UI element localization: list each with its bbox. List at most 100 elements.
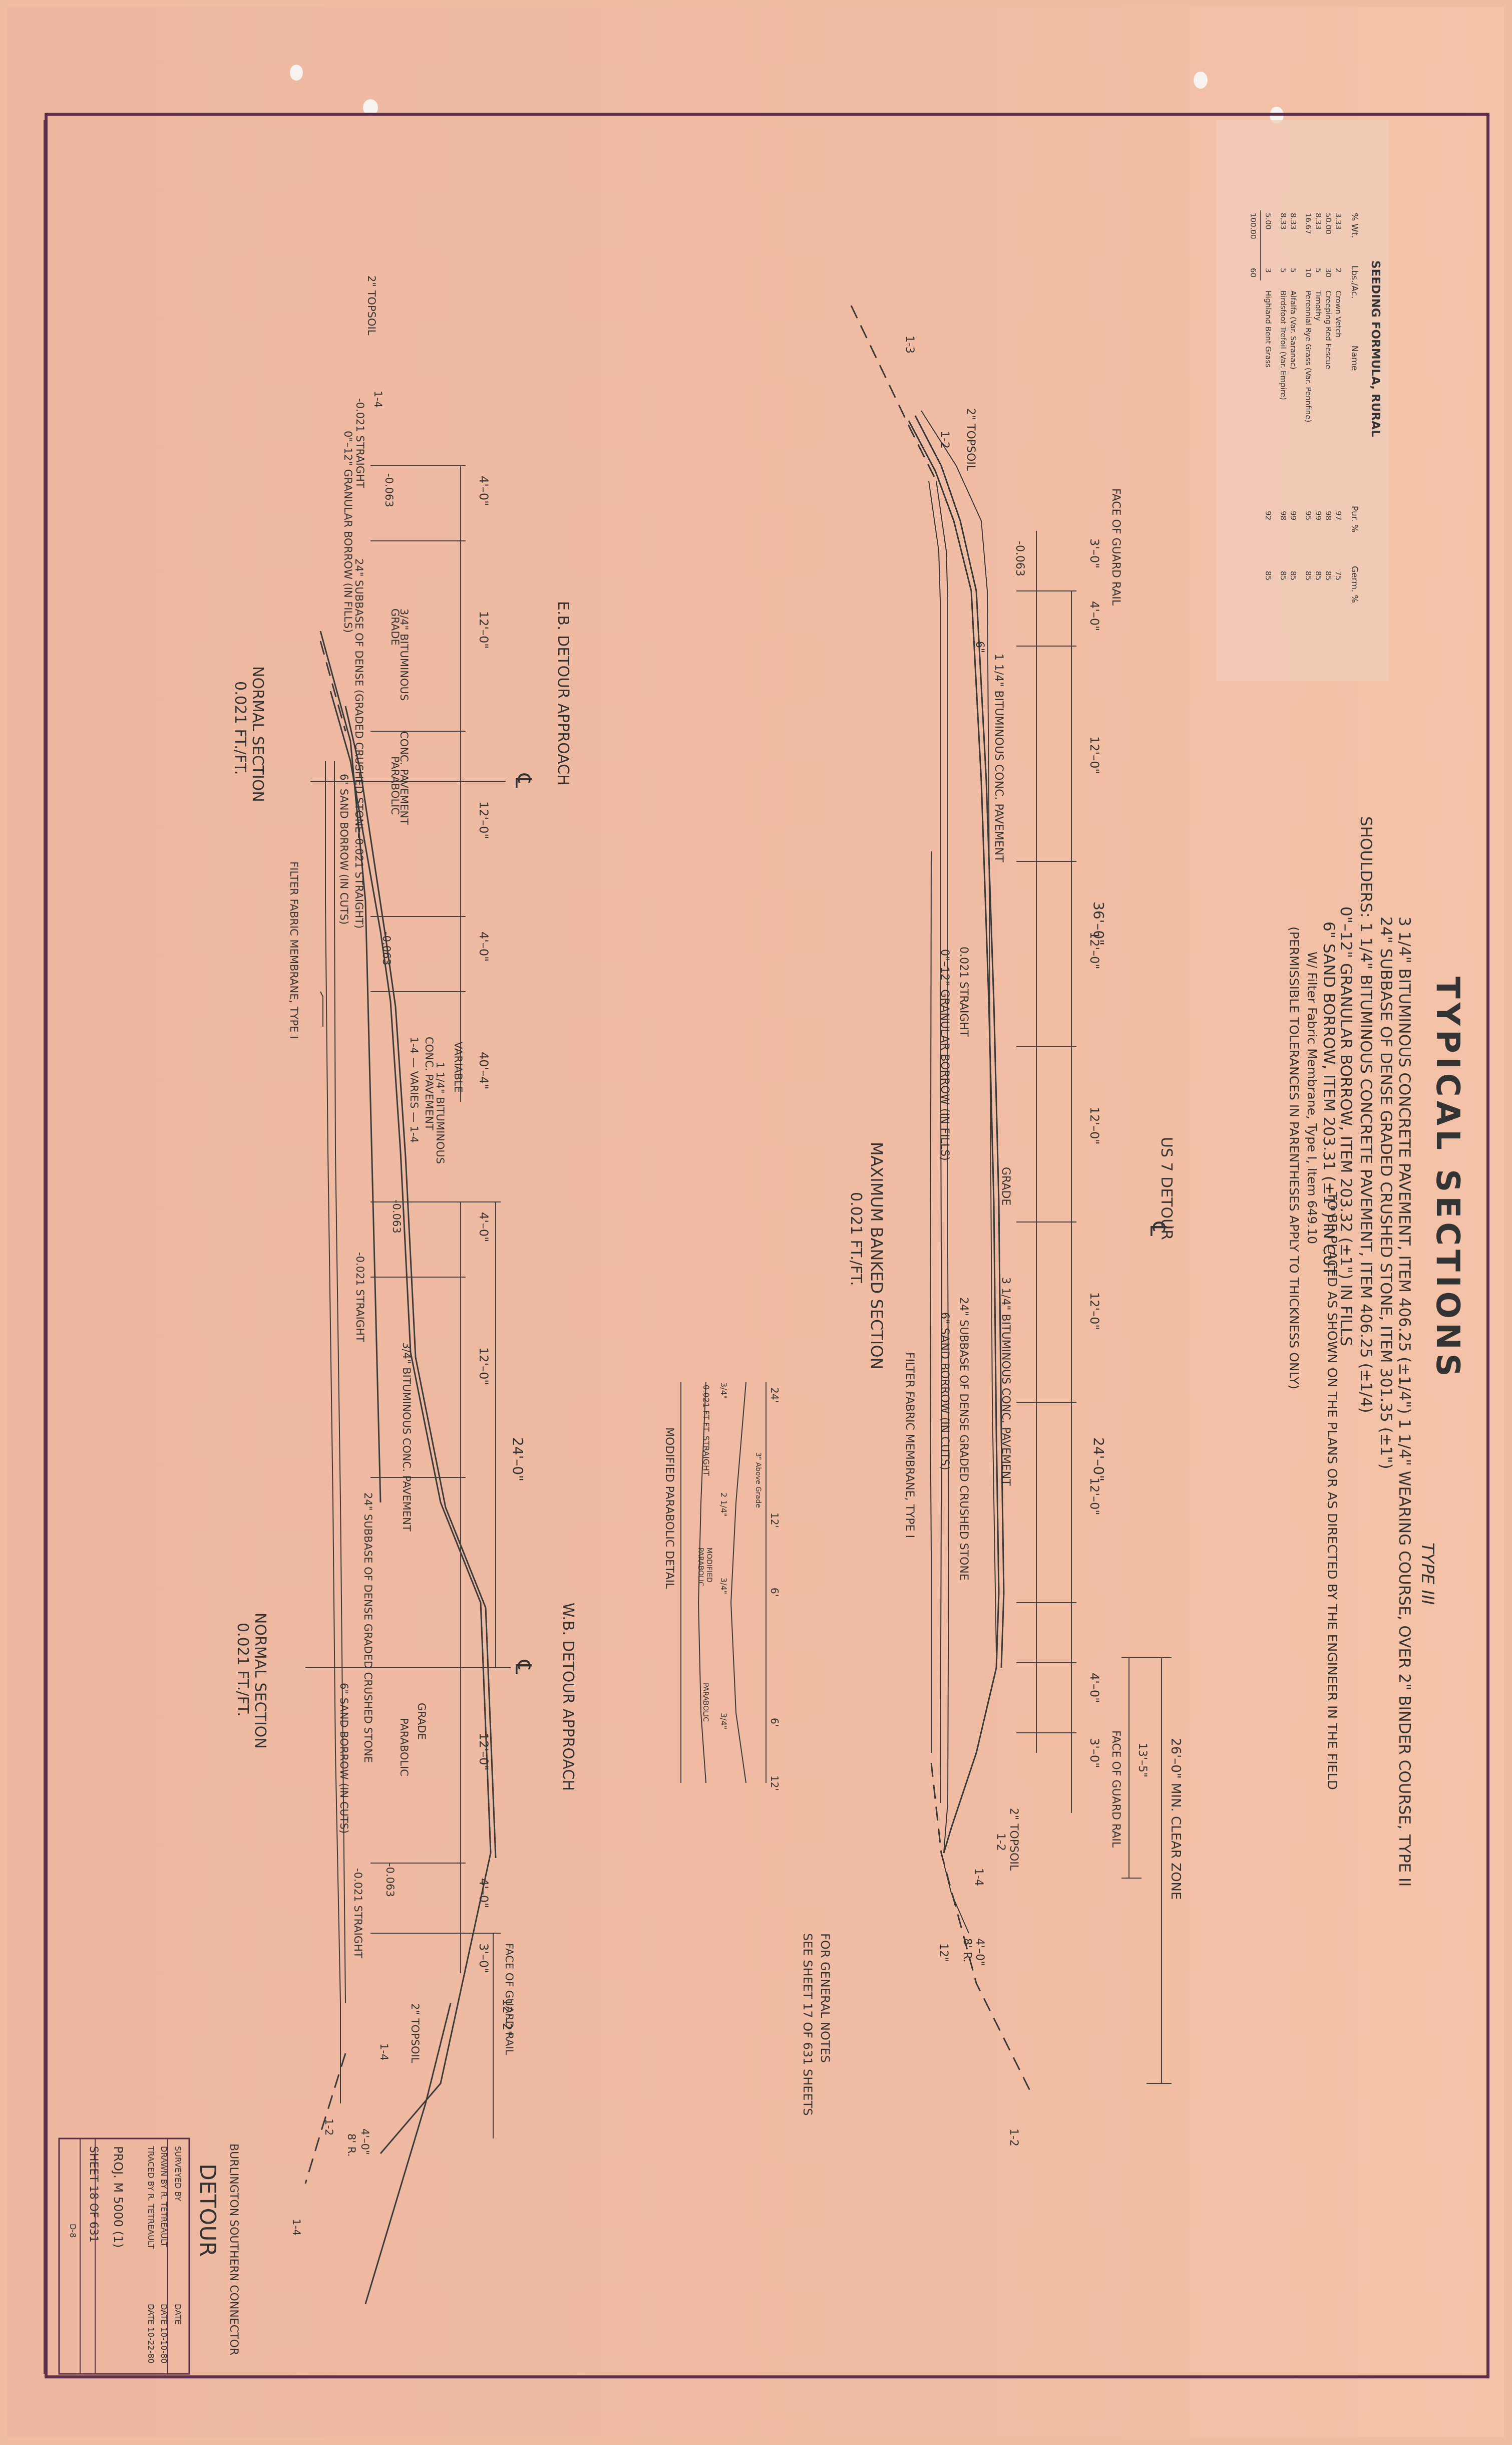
- seeding-cell: Alfalfa (Var. Saranac): [1289, 290, 1298, 370]
- seeding-cell: 85: [1314, 571, 1323, 580]
- title-line-5: 6" SAND BORROW, ITEM 203.31 (±1") IN CUT: [1320, 922, 1338, 1276]
- top-section-subtitle: 0.021 FT./FT.: [847, 1192, 865, 1286]
- median-dim: 40'–4": [477, 1052, 491, 1089]
- seeding-cell: 98: [1279, 511, 1288, 520]
- seeding-cell: 8.33: [1289, 213, 1298, 229]
- seeding-cell: 5.00: [1264, 213, 1273, 229]
- detail-label: 3" Above Grade: [754, 1452, 762, 1508]
- seeding-cell: 85: [1324, 571, 1333, 580]
- detail-label: 3/4": [719, 1578, 728, 1594]
- top-right-round: [941, 1853, 969, 1934]
- bottom-sections: ℄ ℄ 4'–0" 12'–0" 12'–0" 4'–0": [231, 275, 577, 2304]
- median-varies: 1-4 — VARIES — 1-4: [408, 1037, 420, 1143]
- top-dim-12ft-c: 12'–0": [1087, 1107, 1101, 1144]
- top-straight: 0.021 STRAIGHT: [957, 947, 970, 1037]
- top-round-r: 8' R.: [961, 1938, 973, 1963]
- eb-grade: GRADE: [389, 608, 401, 646]
- top-subgrade: [936, 480, 950, 1854]
- title-block-sheet: SHEET 18 OF 631: [87, 2146, 100, 2243]
- wb-sand: 6" SAND BORROW (IN CUTS): [338, 1683, 350, 1833]
- wb-centerline-symbol: ℄: [510, 1660, 536, 1675]
- top-embankment-left: [908, 420, 1000, 1668]
- detail-label: 0.021 FT FT. STRAIGHT: [701, 1385, 711, 1476]
- median-variable: VARIABLE: [452, 1042, 464, 1093]
- title-block-date2: DATE 10-10-80: [159, 2304, 169, 2363]
- eb-section-title: NORMAL SECTION: [249, 666, 266, 802]
- general-notes-2: SEE SHEET 17 OF 631 SHEETS: [801, 1933, 815, 2116]
- detail-label: PARABOLIC: [696, 1548, 704, 1587]
- wb-slope-063-b: -0.063: [384, 1863, 396, 1897]
- top-slope-1-3: 1-3: [903, 336, 916, 354]
- top-right-slope: [943, 1667, 997, 1854]
- title-block: BURLINGTON SOUTHERN CONNECTOR DETOUR SUR…: [58, 2137, 240, 2375]
- seeding-cell: 3: [1264, 268, 1273, 273]
- parabolic-detail: 24' 12' 6' 6' 12' 3/4" 0.021 FT FT. STRA…: [663, 1382, 781, 1791]
- top-dim-3ft-left: 3'–0": [1087, 538, 1101, 568]
- eb-filter: FILTER FABRIC MEMBRANE, TYPE I: [288, 861, 300, 1039]
- top-pavement: [921, 410, 997, 1653]
- top-slope-063: -0.063: [1013, 541, 1026, 576]
- eb-granular: 0"–12" GRANULAR BORROW (IN FILLS): [342, 431, 354, 633]
- wb-dim-24: 24'–0": [510, 1437, 526, 1481]
- title-line-4: 0"–12" GRANULAR BORROW, ITEM 203.32 (±1"…: [1337, 906, 1355, 1346]
- top-slope-1-2-far: 1-2: [1007, 2128, 1020, 2147]
- seeding-cell: 75: [1334, 571, 1343, 580]
- top-granular: 0"–12" GRANULAR BORROW (IN FILLS): [938, 949, 951, 1161]
- top-subgrade-2: [928, 480, 942, 1803]
- top-grade: GRADE: [999, 1167, 1012, 1205]
- seeding-cell: 99: [1314, 511, 1323, 520]
- top-topsoil-right: 2" TOPSOIL: [1007, 1808, 1020, 1871]
- eb-subtitle: 0.021 FT./FT.: [231, 681, 249, 775]
- wb-dim-12-2: 12'–2": [500, 1998, 514, 2036]
- top-six-inch: 6": [973, 641, 986, 653]
- seeding-cell: 16.67: [1304, 213, 1313, 234]
- seeding-cell: 97: [1334, 511, 1343, 520]
- title-block-border: [58, 2137, 190, 2375]
- title-main: TYPICAL SECTIONS: [1429, 977, 1466, 1381]
- general-notes-1: FOR GENERAL NOTES: [818, 1933, 832, 2063]
- seeding-row: 8.33 5 Birdsfoot Trefoil (Var. Empire) 9…: [1279, 213, 1288, 580]
- detail-dim-12: 12': [769, 1512, 781, 1528]
- seeding-heading: SEEDING FORMULA, RURAL: [1369, 260, 1382, 437]
- bottom-right-slope: [364, 2003, 452, 2304]
- wb-slope-1-4: 1-4: [378, 2043, 390, 2060]
- seeding-cell: Creeping Red Fescue: [1324, 290, 1333, 369]
- top-dim-12ft-a: 12'–0": [1087, 736, 1101, 774]
- top-dim-3ft-right: 3'–0": [1087, 1738, 1101, 1768]
- top-fabric: [929, 851, 932, 1753]
- detail-label: 3/4": [719, 1382, 728, 1399]
- wb-dim-4b: 4'–0": [477, 1878, 491, 1908]
- detail-curve-2: [697, 1382, 706, 1783]
- title-line-1: 3 1/4" BITUMINOUS CONCRETE PAVEMENT, ITE…: [1395, 916, 1413, 1887]
- seeding-cell: 85: [1304, 571, 1313, 580]
- wb-round: 4'–0": [359, 2128, 371, 2155]
- title-block-code: D-8: [68, 2224, 78, 2238]
- title-block-date3: DATE 10-22-80: [146, 2304, 156, 2363]
- top-centerline-label: US 7 DETOUR: [1158, 1137, 1175, 1240]
- detail-dim-12b: 12': [769, 1775, 781, 1791]
- eb-conc-pave: CONC. PAVEMENT: [398, 731, 410, 825]
- detail-label: 3/4": [719, 1713, 728, 1729]
- eb-straight: -0.021 STRAIGHT: [354, 398, 366, 488]
- seeding-cell: 5: [1289, 268, 1298, 273]
- top-shoulder-pave: 1 1/4" BITUMINOUS CONC. PAVEMENT: [992, 654, 1005, 862]
- seeding-rows: 3.33 2 Crown Vetch 97 75 50.00 30 Creepi…: [1249, 210, 1343, 580]
- seeding-table-shade: [1217, 120, 1389, 681]
- detail-curve: [730, 1382, 746, 1783]
- title-block-drawn: DRAWN BY R. TETREAULT: [159, 2146, 169, 2247]
- wb-dim-12b: 12'–0": [477, 1733, 491, 1770]
- eb-sand: 6" SAND BORROW (IN CUTS): [338, 774, 350, 925]
- seeding-col-2: Lbs./Ac.: [1349, 265, 1359, 298]
- punch-hole: [1194, 72, 1208, 89]
- seeding-cell: 2: [1334, 268, 1343, 273]
- seeding-row: 8.33 5 Timothy 99 85: [1314, 213, 1323, 580]
- wb-subtitle: 0.021 FT./FT.: [234, 1623, 251, 1717]
- eb-slope-063-a: -0.063: [383, 473, 395, 507]
- seeding-cell: Highland Bent Grass: [1264, 290, 1273, 368]
- title-block-traced: TRACED BY R. TETREAULT: [146, 2146, 156, 2249]
- wb-dim-3: 3'–0": [477, 1943, 491, 1973]
- eb-bit: 3/4" BITUMINOUS: [398, 608, 410, 701]
- seeding-cell: 3.33: [1334, 213, 1343, 229]
- top-subbase-left: [914, 415, 1005, 1668]
